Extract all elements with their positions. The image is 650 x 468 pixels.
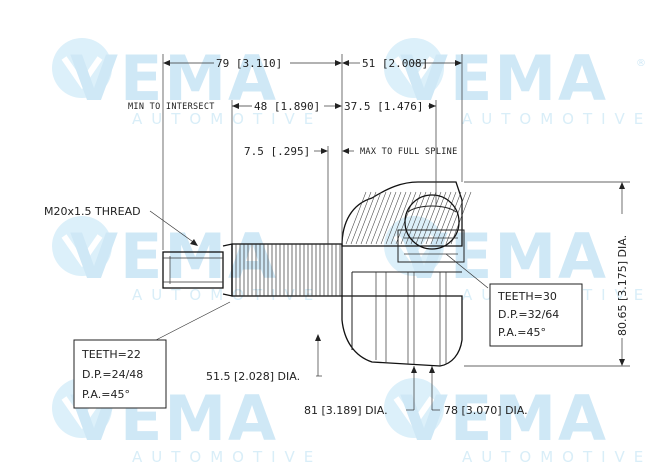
hatch-stroke [375, 191, 397, 245]
watermark-bottom-left: VEMA AUTOMOTIVE [52, 378, 322, 466]
min-to-intersect-value: 48 [1.890] [254, 100, 320, 113]
shaft-diameter-label: 51.5 [2.028] DIA. [206, 370, 300, 383]
watermark-top-right: VEMA AUTOMOTIVE ® [384, 38, 650, 128]
inner-spline-spec-box: TEETH=30 D.P.=32/64 P.A.=45° [489, 283, 583, 347]
watermark-sub-text: AUTOMOTIVE [462, 448, 650, 466]
thread-stub [162, 251, 224, 289]
hatch-stroke [440, 191, 462, 245]
outer-diametral-pitch: D.P.=24/48 [82, 368, 143, 381]
hatch-stroke [370, 191, 392, 245]
housing-hatching [345, 191, 472, 245]
hatch-stroke [450, 191, 472, 245]
min-to-intersect-label: MIN TO INTERSECT [128, 102, 215, 112]
hatch-stroke [435, 191, 457, 245]
hatch-stroke [425, 191, 447, 245]
hatch-stroke [380, 191, 402, 245]
body-diameter-label: 80.65 [3.175] DIA. [616, 235, 629, 336]
hatch-stroke [385, 191, 407, 245]
inner-diametral-pitch: D.P.=32/64 [498, 308, 559, 321]
hatch-stroke [410, 191, 432, 245]
hatch-stroke [360, 191, 382, 245]
max-spline-label: MAX TO FULL SPLINE [360, 147, 458, 157]
spline-teeth [235, 244, 341, 296]
joint-housing [341, 181, 472, 367]
watermark-registered-mark: ® [636, 58, 646, 69]
watermark-mid-left: VEMA AUTOMOTIVE [52, 216, 313, 304]
hatch-stroke [345, 191, 367, 245]
ball-cage [397, 194, 465, 263]
hatch-stroke [365, 191, 387, 245]
outer-teeth-count: TEETH=22 [81, 348, 141, 361]
watermark-sub-text: AUTOMOTIVE [132, 448, 322, 466]
watermark-bottom-right: VEMA AUTOMOTIVE [384, 378, 650, 466]
watermark-brand-text: VEMA [400, 42, 608, 115]
hatch-stroke [445, 191, 467, 245]
dimension-lines [149, 54, 630, 411]
inner-teeth-count: TEETH=30 [497, 290, 557, 303]
watermark-sub-text: AUTOMOTIVE [462, 110, 650, 128]
spline-shaft [222, 243, 343, 297]
hatch-stroke [355, 191, 377, 245]
hatch-stroke [405, 191, 427, 245]
hatch-stroke [390, 191, 412, 245]
outer-pressure-angle: P.A.=45° [82, 388, 130, 401]
outer-spline-spec-box: TEETH=22 D.P.=24/48 P.A.=45° [73, 339, 167, 409]
inner-pressure-angle: P.A.=45° [498, 326, 546, 339]
watermark-sub-text: AUTOMOTIVE [132, 110, 322, 128]
watermark-brand-text: VEMA [400, 382, 608, 455]
thread-label: M20x1.5 THREAD [44, 205, 141, 218]
watermark-top-left: VEMA AUTOMOTIVE [52, 38, 322, 128]
ring-diameter-label: 78 [3.070] DIA. [444, 404, 528, 417]
spline-offset-label: 37.5 [1.476] [344, 100, 423, 113]
abs-diameter-label: 81 [3.189] DIA. [304, 404, 388, 417]
hatch-stroke [415, 191, 437, 245]
outer-length-label: 51 [2.008] [362, 57, 428, 70]
watermark-brand-text: VEMA [400, 220, 608, 293]
hatch-stroke [350, 191, 372, 245]
hatch-stroke [395, 191, 417, 245]
hatch-stroke [400, 191, 422, 245]
max-spline-value: 7.5 [.295] [244, 145, 310, 158]
hatch-stroke [420, 191, 442, 245]
watermark-brand-text: VEMA [70, 220, 278, 293]
watermark-brand-text: VEMA [70, 42, 278, 115]
overall-length-label: 79 [3.110] [216, 57, 282, 70]
